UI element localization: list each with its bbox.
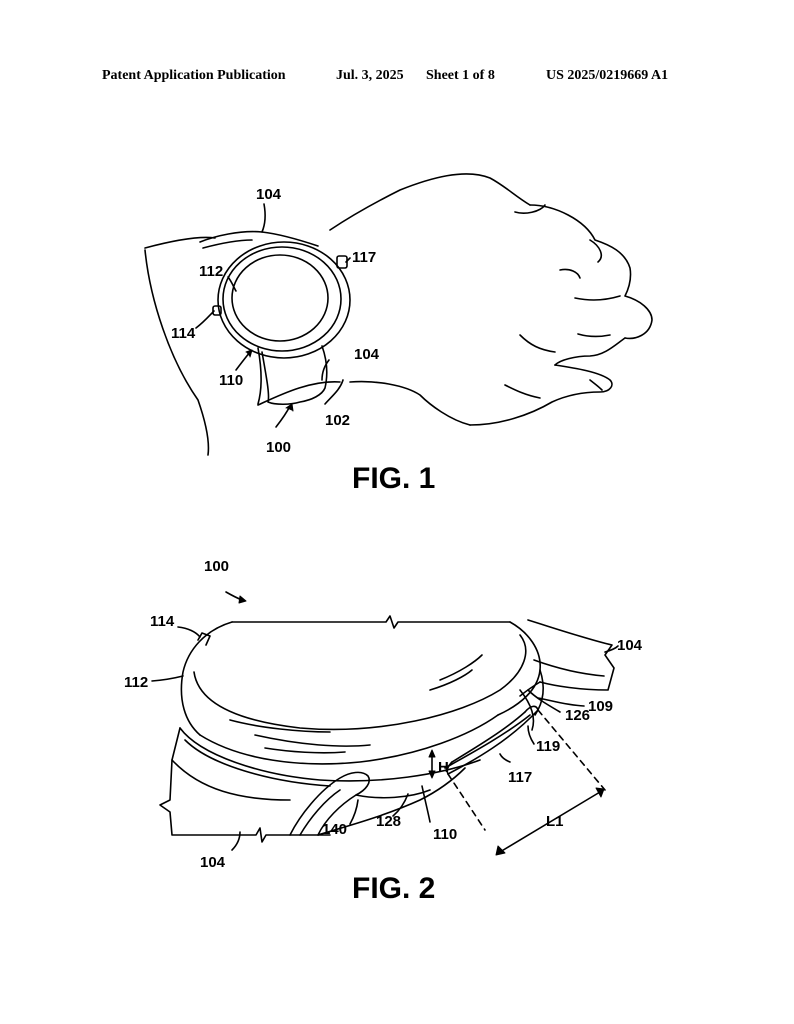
fig2-ref-L1: L1	[546, 813, 564, 830]
publication-number: US 2025/0219669 A1	[546, 68, 669, 83]
fig1-ref-100: 100	[266, 439, 291, 456]
fig2-drawing	[151, 591, 619, 853]
fig2-label: FIG. 2	[352, 872, 435, 905]
fig2-ref-104-bottom: 104	[200, 854, 226, 871]
fig2-ref-114: 114	[150, 613, 175, 630]
sheet-number: Sheet 1 of 8	[426, 68, 495, 83]
fig2-ref-140: 140	[322, 821, 347, 838]
page-header: Patent Application Publication Jul. 3, 2…	[0, 68, 794, 88]
fig1-label: FIG. 1	[352, 462, 435, 495]
fig1-ref-102: 102	[325, 412, 350, 429]
fig1-ref-110: 110	[219, 372, 243, 389]
fig1-ref-104-bottom: 104	[354, 346, 380, 363]
fig2-ref-109: 109	[588, 698, 613, 715]
fig1-ref-117: 117	[352, 249, 376, 266]
fig2-ref-110: 110	[433, 826, 457, 843]
fig2-ref-112: 112	[124, 674, 148, 691]
fig2-ref-H: H	[438, 759, 449, 776]
fig1-drawing	[144, 173, 653, 456]
fig2-ref-128: 128	[376, 813, 401, 830]
publication-date: Jul. 3, 2025	[336, 68, 404, 83]
fig2-ref-117: 117	[508, 769, 532, 786]
fig1-ref-104-top: 104	[256, 186, 282, 203]
publication-title: Patent Application Publication	[102, 68, 286, 83]
fig2-ref-100: 100	[204, 558, 229, 575]
fig2-ref-119: 119	[536, 738, 560, 755]
fig2-ref-126: 126	[565, 707, 590, 724]
fig1-ref-112: 112	[199, 263, 223, 280]
fig2-ref-104-right: 104	[617, 637, 643, 654]
fig1-ref-114: 114	[171, 325, 196, 342]
